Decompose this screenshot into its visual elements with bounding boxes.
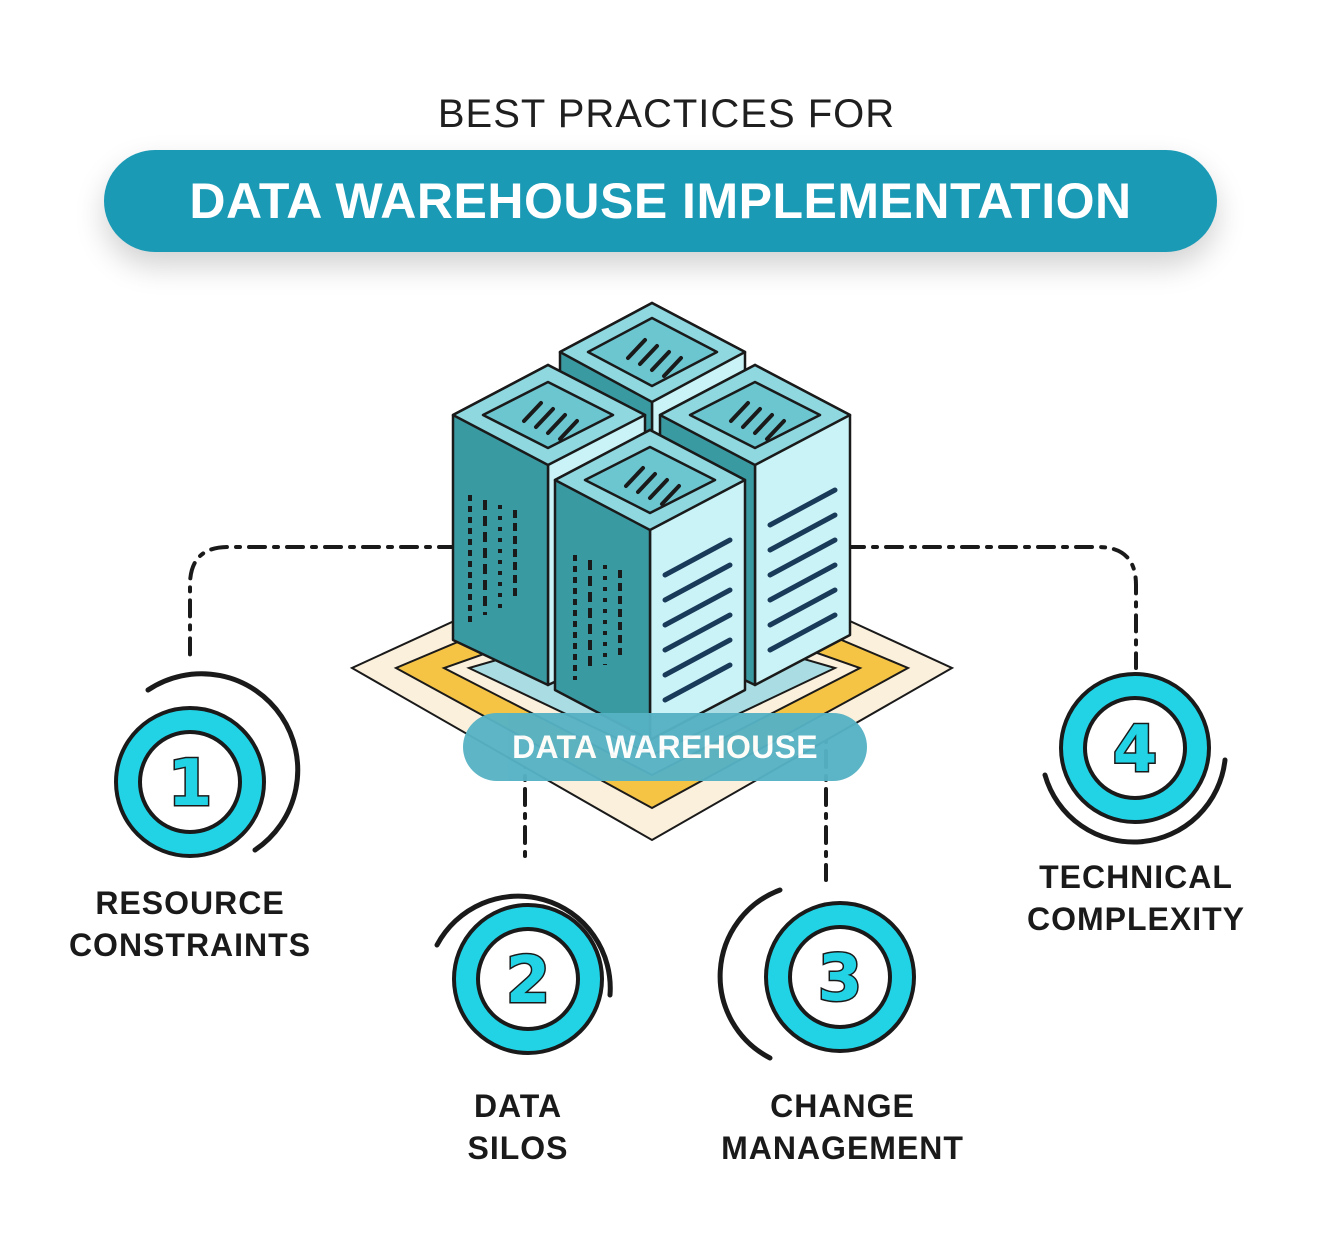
step-number-4: 4: [1113, 713, 1158, 787]
ring-3: [717, 887, 916, 1061]
step-label-3-line1: CHANGE: [770, 1088, 915, 1124]
connector-4: [846, 545, 1138, 670]
step-label-3-line2: MANAGEMENT: [721, 1130, 964, 1166]
step-number-1: 1: [168, 747, 213, 821]
step-number-3: 3: [818, 942, 863, 1016]
step-label-2: DATA SILOS: [418, 1085, 618, 1169]
connector-1: [188, 545, 457, 662]
step-label-4: TECHNICAL COMPLEXITY: [1000, 856, 1272, 940]
ring-4: [1042, 672, 1228, 845]
step-label-1: RESOURCE CONSTRAINTS: [40, 882, 340, 966]
subtitle: BEST PRACTICES FOR: [437, 92, 896, 136]
step-label-4-line2: COMPLEXITY: [1026, 901, 1245, 937]
step-label-1-line1: RESOURCE: [95, 885, 285, 921]
server-rack-icon: [451, 301, 852, 742]
hub-label: DATA WAREHOUSE: [512, 728, 818, 765]
ring-1: [114, 671, 301, 858]
title-banner: DATA WAREHOUSE IMPLEMENTATION: [104, 150, 1217, 252]
ring-2: [434, 893, 613, 1055]
step-label-1-line2: CONSTRAINTS: [68, 927, 312, 963]
step-label-4-line1: TECHNICAL: [1039, 859, 1233, 895]
hub-label-pill: DATA WAREHOUSE: [463, 713, 867, 781]
step-number-2: 2: [506, 944, 551, 1018]
step-label-2-line2: SILOS: [467, 1130, 569, 1166]
page-title: DATA WAREHOUSE IMPLEMENTATION: [189, 173, 1132, 229]
step-label-2-line1: DATA: [473, 1088, 563, 1124]
step-label-3: CHANGE MANAGEMENT: [690, 1085, 995, 1169]
